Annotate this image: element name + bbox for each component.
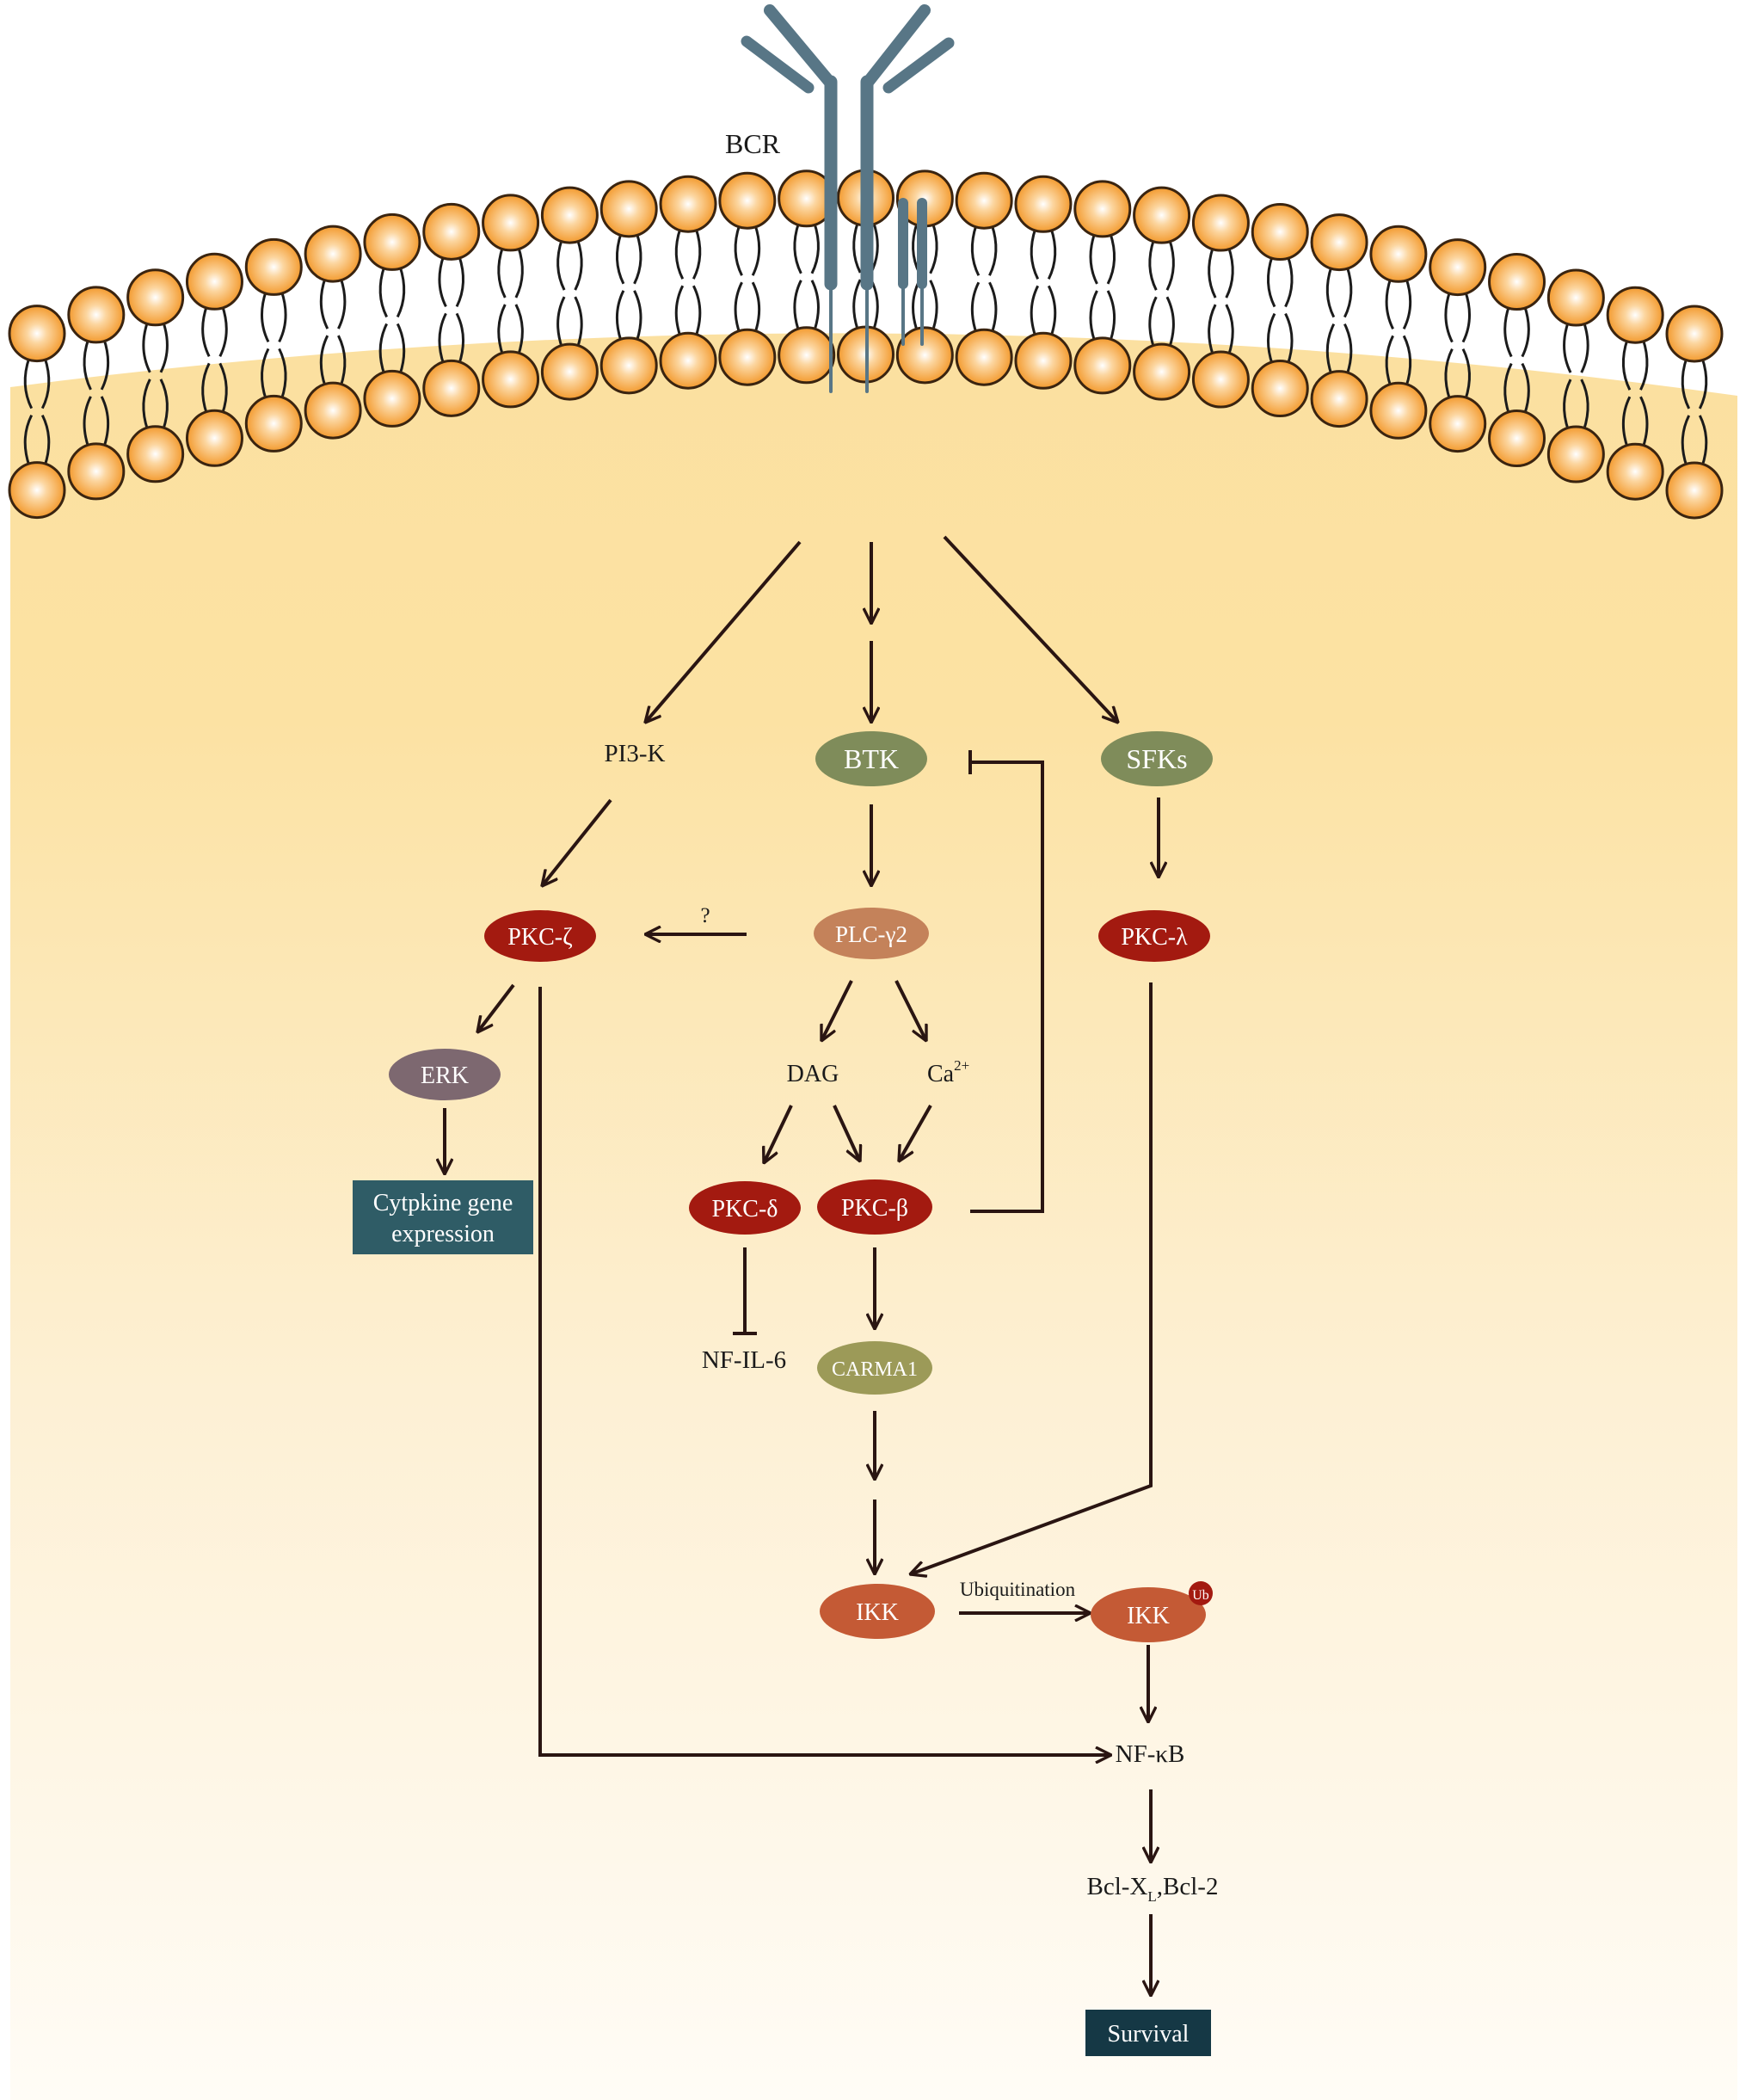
nfkb-label: NF-κB [1116,1740,1185,1768]
svg-text:IKK: IKK [856,1599,899,1626]
pkc-lambda-node: PKC-λ [1098,910,1210,962]
arrow-plc-to-ca [895,980,928,1041]
arrow-pkc-zeta-to-erk [477,983,515,1032]
sfks-node: SFKs [1101,731,1213,786]
erk-node: ERK [389,1049,501,1100]
arrow-dag-to-pkc-beta [833,1105,860,1161]
svg-text:expression: expression [391,1221,495,1247]
ikk-node: IKK [820,1584,935,1639]
svg-text:CARMA1: CARMA1 [832,1358,918,1381]
svg-text:Survival: Survival [1108,2021,1190,2048]
arrow-pi3k-to-pkc-zeta [542,798,612,886]
calcium-superscript: 2+ [954,1057,969,1074]
svg-text:PLC-γ2: PLC-γ2 [835,921,907,947]
svg-text:SFKs: SFKs [1126,743,1187,774]
bcl-label: Bcl-XL,Bcl-2 [1087,1873,1219,1905]
pi3k-label: PI3-K [605,740,666,767]
pathway-arrows [445,535,1159,1996]
svg-text:IKK: IKK [1127,1603,1170,1629]
arrow-dag-to-pkc-delta [764,1105,793,1163]
arrow-ca-to-pkc-beta [899,1105,932,1161]
question-mark-label: ? [700,904,710,927]
svg-text:PKC-λ: PKC-λ [1121,924,1188,951]
calcium-label: Ca2+ [927,1057,969,1087]
svg-text:PKC-δ: PKC-δ [712,1196,778,1222]
arrow-membrane-to-sfks [943,535,1118,723]
lipid-bilayer-membrane [8,169,1724,520]
svg-text:ERK: ERK [421,1062,469,1089]
nf-il6-label: NF-IL-6 [702,1346,786,1374]
pkc-delta-node: PKC-δ [689,1181,801,1235]
bcr-receptor [741,4,955,393]
bcl-xl-text: Bcl-X [1087,1873,1148,1900]
pkc-zeta-node: PKC-ζ [484,910,596,962]
ubiquitination-label: Ubiquitination [960,1579,1076,1600]
svg-text:BTK: BTK [844,743,899,774]
svg-text:Ub: Ub [1192,1588,1209,1603]
pkc-beta-node: PKC-β [817,1179,932,1235]
survival-box: Survival [1085,2010,1211,2056]
bcl-2-text: ,Bcl-2 [1157,1873,1219,1900]
arrow-pkc-zeta-to-nfkb [538,987,1111,1755]
carma1-node: CARMA1 [817,1341,932,1395]
btk-node: BTK [815,731,927,786]
ubiquitin-badge: Ub [1189,1581,1213,1605]
arrow-pkc-lambda-to-ikk [910,982,1153,1574]
bcr-label: BCR [725,128,781,159]
dag-label: DAG [787,1061,839,1087]
calcium-text: Ca [927,1061,955,1087]
bcl-subscript: L [1147,1888,1156,1905]
svg-text:PKC-ζ: PKC-ζ [507,924,572,951]
arrow-plc-to-dag [820,980,853,1041]
plc-gamma2-node: PLC-γ2 [814,908,929,959]
cytokine-expression-box: Cytpkine gene expression [353,1180,533,1254]
arrow-membrane-to-pi3k [645,540,802,723]
svg-text:PKC-β: PKC-β [841,1195,908,1222]
inhibition-pkc-beta-to-btk [970,761,1044,1213]
svg-text:Cytpkine gene: Cytpkine gene [373,1190,513,1216]
ikk-ubiquitinated-node: IKK [1091,1587,1206,1642]
